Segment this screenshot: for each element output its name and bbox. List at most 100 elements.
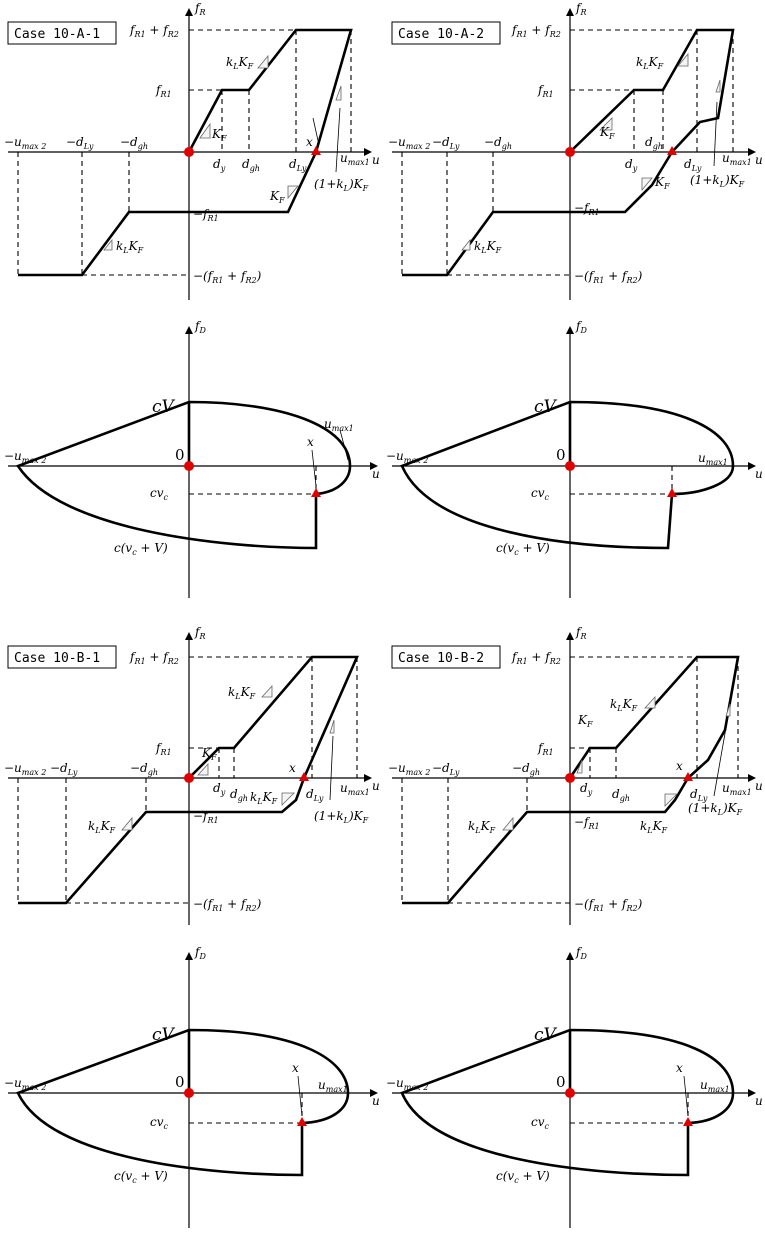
svg-text:umax1: umax1 (318, 1078, 348, 1094)
svg-text:−dLy: −dLy (66, 135, 94, 151)
case-label-box (7, 21, 117, 45)
svg-text:c(vc + V): c(vc + V) (496, 1169, 550, 1185)
svg-text:−dgh: −dgh (130, 761, 158, 777)
svg-text:dgh: dgh (230, 787, 248, 803)
svg-text:−dgh: −dgh (484, 135, 512, 151)
svg-text:c(vc + V): c(vc + V) (114, 541, 168, 557)
svg-text:umax1: umax1 (324, 417, 354, 433)
svg-text:fR1: fR1 (537, 741, 554, 757)
svg-text:cvc: cvc (531, 1115, 550, 1131)
panel-damping-B-2: fD u cV 0 cvc c(vc + V) −umax 2 umax1 x (386, 945, 763, 1228)
damping-curve (400, 400, 735, 550)
x-point (311, 146, 321, 155)
svg-text:kLKF: kLKF (228, 685, 256, 701)
svg-text:−umax 2: −umax 2 (388, 135, 430, 151)
svg-text:fR: fR (194, 625, 205, 641)
u-axis-arrow (364, 148, 372, 156)
svg-text:0: 0 (175, 446, 185, 464)
svg-text:kLKF: kLKF (636, 55, 664, 71)
svg-text:−(fR1 + fR2): −(fR1 + fR2) (193, 897, 262, 913)
svg-text:dLy: dLy (684, 157, 702, 173)
svg-text:kLKF: kLKF (468, 819, 496, 835)
svg-text:−dLy: −dLy (432, 135, 460, 151)
svg-text:(1+kL)KF: (1+kL)KF (314, 177, 369, 193)
svg-text:KF: KF (654, 175, 670, 191)
slope-triangle-kLKF-lower (103, 238, 113, 251)
svg-text:x: x (292, 1061, 299, 1075)
svg-text:u: u (755, 153, 763, 167)
slope-triangle-KF-lower (287, 185, 299, 200)
svg-text:u: u (755, 1094, 763, 1108)
svg-text:−(fR1 + fR2): −(fR1 + fR2) (574, 897, 643, 913)
svg-text:(1+kL)KF: (1+kL)KF (688, 801, 743, 817)
svg-text:KF: KF (269, 189, 285, 205)
svg-text:u: u (372, 779, 380, 793)
svg-text:kLKF: kLKF (610, 697, 638, 713)
svg-text:dy: dy (213, 781, 226, 797)
hysteresis-curve (402, 28, 735, 277)
svg-text:dLy: dLy (306, 787, 324, 803)
svg-text:cV: cV (534, 397, 558, 417)
svg-text:u: u (755, 467, 763, 481)
svg-text:fR1 + fR2: fR1 + fR2 (511, 650, 561, 666)
hysteresis-curve (18, 28, 353, 277)
case-label: Case 10-A-1 (14, 27, 100, 42)
svg-text:x: x (307, 435, 314, 449)
case-label-box (391, 21, 501, 45)
svg-text:kLKF: kLKF (88, 819, 116, 835)
svg-text:−fR1: −fR1 (574, 201, 600, 217)
svg-text:Case 10-B-1: Case 10-B-1 (14, 651, 100, 666)
svg-text:u: u (372, 1094, 380, 1108)
svg-text:−umax 2: −umax 2 (4, 135, 46, 151)
svg-text:KF: KF (211, 127, 227, 143)
svg-text:dy: dy (213, 157, 226, 173)
svg-text:KF: KF (201, 746, 217, 762)
svg-text:c(vc + V): c(vc + V) (114, 1169, 168, 1185)
slope-triangle-KF (199, 122, 211, 139)
svg-text:(1+kL)KF: (1+kL)KF (314, 809, 369, 825)
svg-text:−umax 2: −umax 2 (4, 1076, 46, 1092)
svg-text:−umax 2: −umax 2 (388, 761, 430, 777)
svg-text:Case 10-B-2: Case 10-B-2 (398, 651, 484, 666)
svg-text:0: 0 (556, 1073, 566, 1091)
svg-text:kLKF: kLKF (250, 790, 278, 806)
svg-text:dy: dy (625, 157, 638, 173)
svg-text:x: x (676, 1061, 683, 1075)
svg-text:fR: fR (194, 1, 205, 17)
svg-text:umax1: umax1 (722, 781, 752, 797)
fR-axis-arrow (185, 8, 193, 16)
panel-case-10-B-1: Case 10-B-1 fR u fR1 + fR2 fR1 −fR1 −(fR… (4, 625, 380, 925)
svg-text:KF: KF (577, 713, 593, 729)
svg-text:umax1: umax1 (340, 781, 370, 797)
svg-text:fR1: fR1 (537, 83, 554, 99)
svg-text:−(fR1 + fR2): −(fR1 + fR2) (574, 269, 643, 285)
svg-text:umax1: umax1 (698, 451, 728, 467)
svg-text:(1+kL)KF: (1+kL)KF (690, 173, 745, 189)
svg-text:cV: cV (152, 1025, 176, 1045)
svg-text:fR1 + fR2: fR1 + fR2 (129, 650, 179, 666)
svg-text:kLKF: kLKF (226, 55, 254, 71)
svg-text:dgh: dgh (612, 787, 630, 803)
svg-text:fD: fD (194, 319, 206, 335)
panel-damping-A-2: fD u cV 0 cvc c(vc + V) −umax 2 umax1 (386, 319, 763, 598)
svg-text:−fR1: −fR1 (193, 207, 219, 223)
svg-text:c(vc + V): c(vc + V) (496, 541, 550, 557)
svg-text:dLy: dLy (690, 787, 708, 803)
svg-text:−dLy: −dLy (432, 761, 460, 777)
panel-case-10-A-1: Case 10-A-1 fR u fR1 + fR2 fR1 −fR1 −(fR… (4, 1, 380, 300)
guide-lines (401, 29, 734, 276)
svg-text:dy: dy (580, 781, 593, 797)
svg-text:dgh: dgh (645, 135, 663, 151)
origin-point (184, 147, 194, 157)
svg-text:KF: KF (599, 125, 615, 141)
svg-text:x: x (306, 135, 313, 149)
svg-text:−umax 2: −umax 2 (386, 449, 428, 465)
guide-lines (17, 29, 352, 276)
slope-triangle-1pluskLKF (335, 85, 342, 101)
panel-damping-B-1: fD u cV 0 cvc c(vc + V) −umax 2 umax1 x (4, 945, 380, 1228)
svg-text:umax1: umax1 (340, 151, 370, 167)
svg-text:−fR1: −fR1 (574, 815, 600, 831)
svg-text:u: u (755, 779, 763, 793)
svg-text:u: u (372, 467, 380, 481)
svg-text:cvc: cvc (150, 1115, 169, 1131)
